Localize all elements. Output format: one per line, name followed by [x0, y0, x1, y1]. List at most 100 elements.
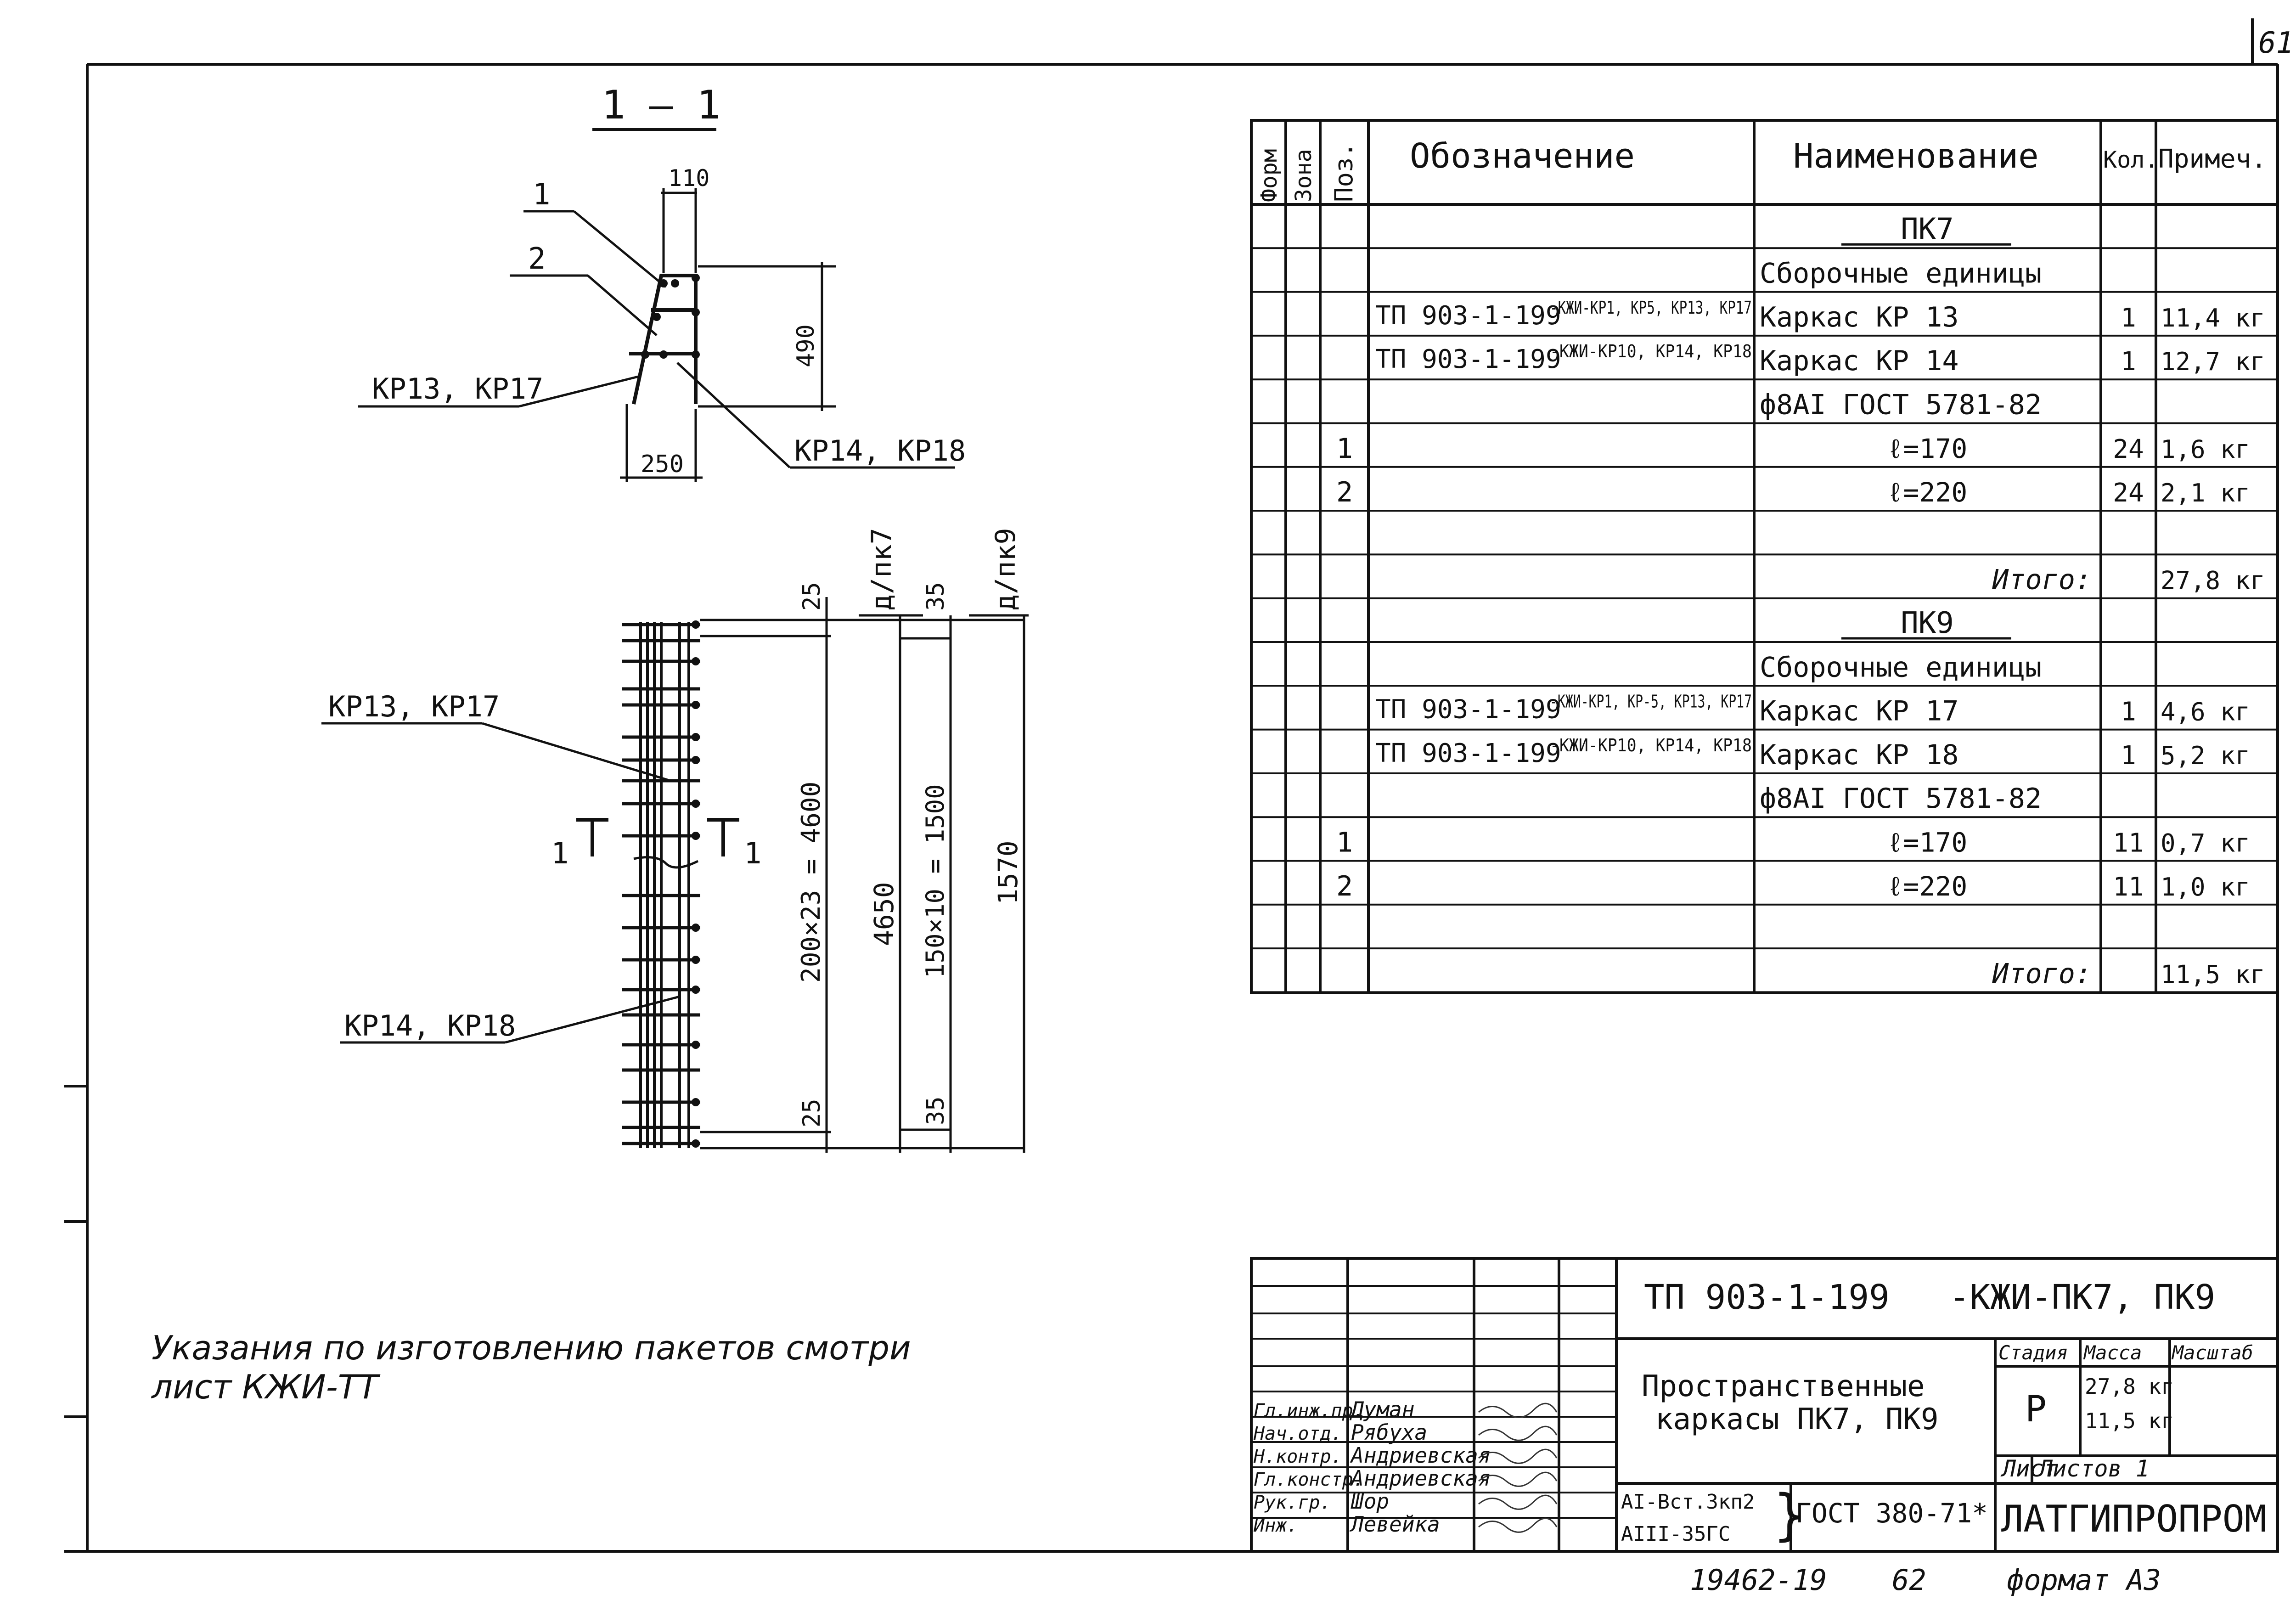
mass-value-1: 27,8 кг	[2085, 1374, 2174, 1399]
organization: ЛАТГИПРОПРОМ	[2001, 1498, 2267, 1540]
table-row: ПК9	[1841, 606, 2011, 640]
cell-qty: 1	[2121, 303, 2136, 333]
cell-group: ПК7	[1901, 212, 1954, 246]
material-2: АIII-35ГС	[1621, 1522, 1730, 1546]
header-zone: Зона	[1291, 149, 1317, 202]
header-note: Примеч.	[2158, 144, 2267, 174]
cell-designation-suffix: -КЖИ-КР1, КР5, КР13, КР17	[1550, 298, 1752, 318]
cell-name: ф8АI ГОСТ 5781-82	[1760, 389, 2042, 421]
mass-header: Масса	[2083, 1341, 2142, 1364]
cut-label-right: 1	[744, 837, 762, 871]
note-line-2: лист КЖИ-ТТ	[151, 1368, 381, 1406]
label-kr14-kr18-section: КР14, КР18	[794, 434, 966, 468]
cell-name: ℓ=220	[1887, 477, 1967, 508]
cell-qty: 11	[2113, 828, 2144, 858]
signature-mark	[1478, 1403, 1558, 1418]
cell-qty: 24	[2113, 434, 2144, 464]
table-row: Итого: 11,5 кг	[1992, 958, 2265, 990]
sheet-label: Лист	[2000, 1455, 2057, 1482]
table-row: ПК7	[1841, 212, 2011, 246]
cell-name: ℓ=170	[1887, 827, 1967, 858]
cell-designation-suffix: -КЖИ-КР1, КР-5, КР13, КР17	[1550, 692, 1752, 712]
cell-name: ℓ=170	[1887, 433, 1967, 464]
cell-qty: 1	[2121, 741, 2136, 771]
header-format: Форм	[1256, 149, 1282, 202]
cell-designation-suffix: -КЖИ-КР10, КР14, КР18	[1550, 341, 1752, 361]
label-pk9: д/пк9	[990, 528, 1022, 611]
stage-value: Р	[2025, 1389, 2047, 1430]
specification-table: Форм Зона Поз. Обозначение Наименование …	[1250, 119, 2279, 994]
leader-label-1: 1	[533, 178, 551, 212]
cell-note: 11,4 кг	[2161, 304, 2265, 332]
bottom-page: 62	[1892, 1563, 1926, 1597]
cell-name: ф8АI ГОСТ 5781-82	[1760, 783, 2042, 815]
material-standard: ГОСТ 380-71*	[1795, 1498, 1988, 1529]
table-row: Сборочные единицы	[1760, 258, 2042, 290]
cell-qty: 24	[2113, 478, 2144, 508]
cell-group: ПК9	[1901, 606, 1954, 640]
cell-name: Каркас КР 14	[1760, 345, 1958, 377]
dim-top-35: 35	[922, 582, 950, 611]
cut-label-left: 1	[551, 837, 569, 871]
cell-name: Каркас КР 13	[1760, 301, 1958, 333]
dim-4650: 4650	[868, 882, 900, 946]
table-row: ф8АI ГОСТ 5781-82	[1760, 783, 2042, 815]
signature-role: Инж.	[1253, 1515, 1298, 1536]
signature-role: Гл.инж.пр.	[1254, 1400, 1364, 1421]
cell-note: 2,1 кг	[2161, 479, 2250, 507]
cell-pos: 2	[1336, 476, 1353, 508]
table-row: Сборочные единицы	[1760, 651, 2042, 683]
signature-mark	[1478, 1448, 1558, 1464]
doc-suffix: -КЖИ-ПК7, ПК9	[1949, 1278, 2215, 1317]
header-name: Наименование	[1793, 136, 2039, 176]
cell-note: 1,6 кг	[2161, 435, 2250, 464]
dim-bottom-25: 25	[798, 1099, 826, 1127]
elevation-view: КР13, КР17 КР14, КР18 1 1 25 200×23 = 46…	[321, 528, 1029, 1153]
cell-designation: ТП 903-1-199	[1375, 695, 1561, 725]
page-number: 61	[2258, 26, 2294, 60]
dim-bottom-35: 35	[922, 1096, 950, 1125]
signature-person: Рябуха	[1351, 1420, 1427, 1445]
signature-mark	[1478, 1517, 1558, 1533]
cell-name: Каркас КР 17	[1760, 695, 1958, 727]
signature-person: Левейка	[1349, 1512, 1440, 1537]
cell-total-label: Итого:	[1992, 564, 2092, 596]
cell-note: 1,0 кг	[2161, 873, 2250, 901]
product-name-1: Пространственные	[1642, 1369, 1925, 1403]
header-designation: Обозначение	[1410, 136, 1635, 176]
dim-250: 250	[641, 451, 684, 478]
cell-name: Каркас КР 18	[1760, 739, 1958, 771]
cell-note: 12,7 кг	[2161, 347, 2265, 376]
cell-pos: 1	[1336, 827, 1353, 859]
brace: }	[1773, 1483, 1806, 1547]
cell-note: 27,8 кг	[2161, 566, 2265, 595]
cell-note: 11,5 кг	[2161, 960, 2265, 989]
cell-designation: ТП 903-1-199	[1375, 344, 1561, 374]
table-row: 2 ℓ=220 24 2,1 кг	[1336, 476, 2250, 508]
dim-top-25: 25	[798, 582, 826, 611]
signature-role: Нач.отд.	[1253, 1423, 1342, 1444]
label-kr13-kr17-section: КР13, КР17	[372, 372, 543, 406]
cell-qty: 1	[2121, 347, 2136, 377]
signature-mark	[1478, 1425, 1558, 1441]
signature-role: Гл.констр.	[1254, 1469, 1364, 1490]
header-pos: Поз.	[1329, 142, 1358, 202]
dim-1500: 150×10 = 1500	[921, 784, 950, 978]
signature-person: Думан	[1349, 1397, 1414, 1422]
table-row: ТП 903-1-199-КЖИ-КР10, КР14, КР18 Каркас …	[1375, 341, 2265, 377]
scale-header: Масштаб	[2171, 1341, 2253, 1364]
cell-name: Сборочные единицы	[1760, 651, 2042, 683]
cell-note: 4,6 кг	[2161, 698, 2250, 727]
material-1: АI-Вст.3кп2	[1621, 1490, 1755, 1514]
cell-qty: 11	[2113, 872, 2144, 902]
dim-490: 490	[792, 324, 820, 367]
format-label: формат А3	[2007, 1563, 2161, 1597]
label-kr13-kr17-elevation: КР13, КР17	[328, 690, 500, 723]
cell-total-label: Итого:	[1992, 958, 2092, 990]
cell-pos: 2	[1336, 870, 1353, 902]
